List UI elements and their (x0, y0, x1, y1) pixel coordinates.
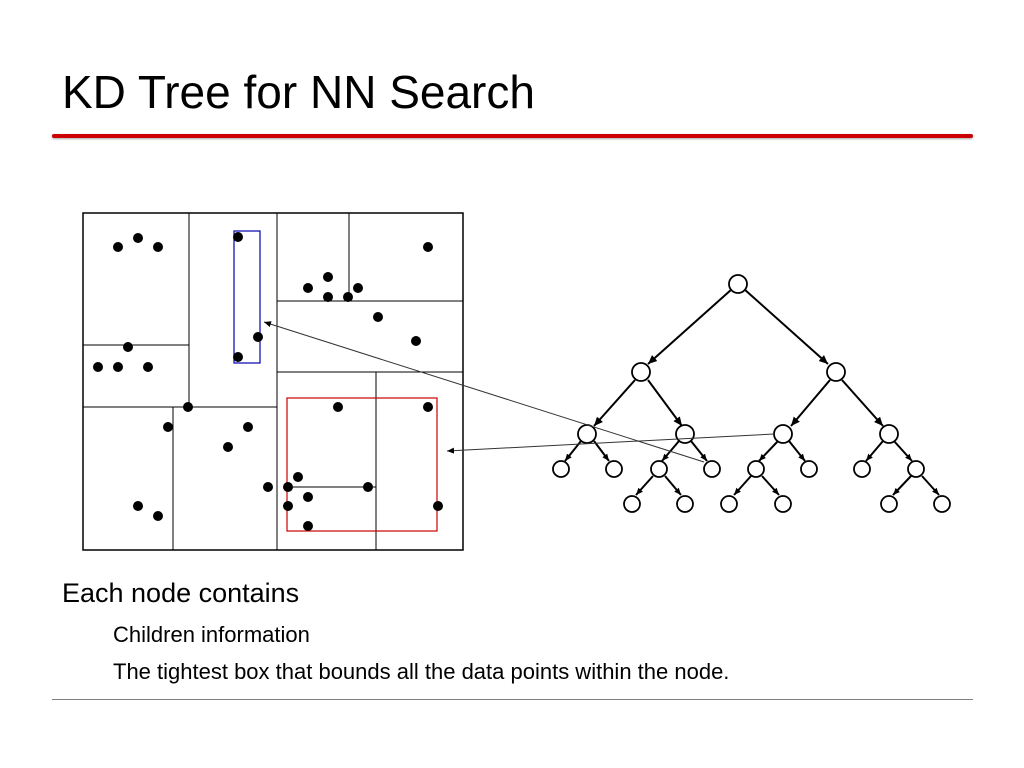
node-bounding-box (233, 230, 261, 364)
query-search-box (286, 397, 438, 532)
split-lines (83, 213, 463, 550)
data-points (93, 232, 443, 531)
list-item: The tightest box that bounds all the dat… (113, 659, 730, 684)
title-underline (52, 134, 973, 138)
body-heading: Each node contains (62, 578, 300, 608)
list-item: Children information (113, 622, 310, 647)
plane-border (82, 212, 464, 551)
partition-plane (82, 212, 464, 551)
slide-title: KD Tree for NN Search (62, 66, 535, 118)
correspondence-arrows (263, 321, 775, 463)
tree-nodes (552, 274, 951, 513)
tree-root-node (728, 274, 748, 294)
footer-divider (52, 699, 973, 700)
